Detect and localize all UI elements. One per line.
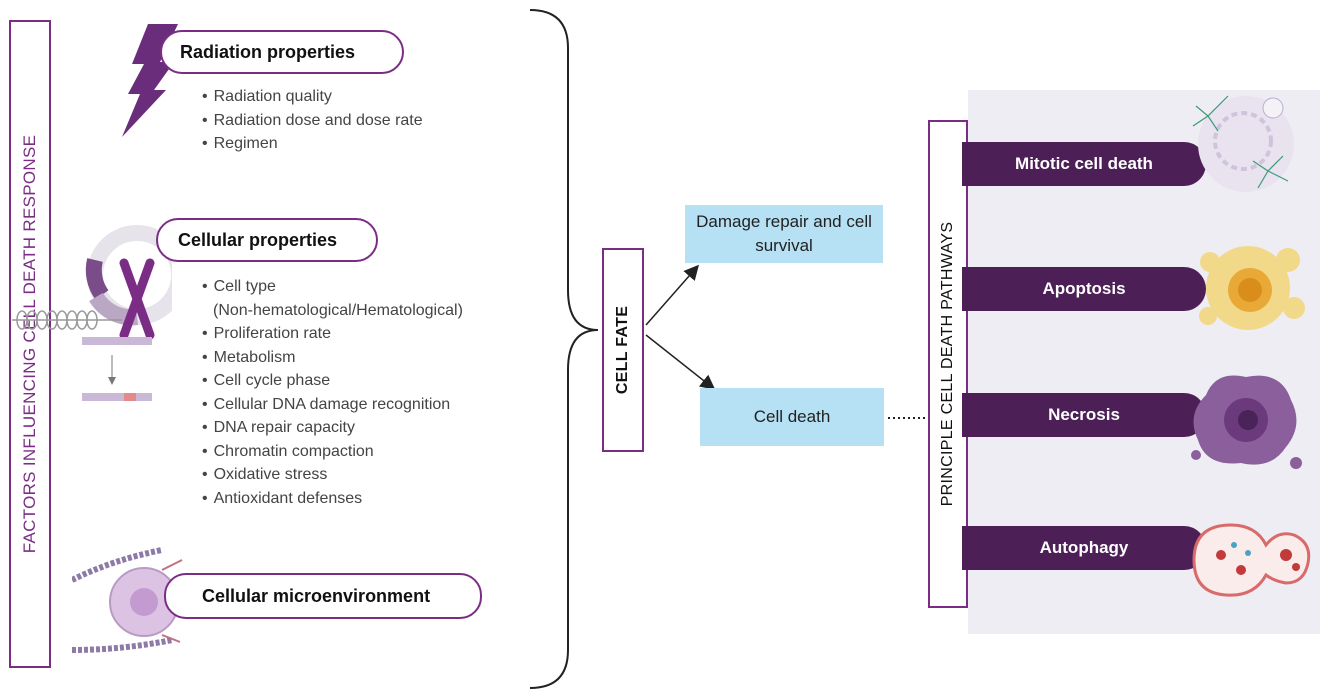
list-item: Cell cycle phase — [202, 369, 463, 393]
cellular-microenvironment-pill: Cellular microenvironment — [164, 573, 482, 619]
cellular-microenvironment-title: Cellular microenvironment — [202, 585, 431, 606]
list-item: Cellular DNA damage recognition — [202, 393, 463, 417]
factors-frame: FACTORS INFLUENCING CELL DEATH RESPONSE — [9, 20, 51, 668]
pathway-label: Necrosis — [1048, 405, 1120, 424]
pathway-necrosis: Necrosis — [962, 393, 1206, 437]
pathways-frame: PRINCIPLE CELL DEATH PATHWAYS — [928, 120, 968, 608]
radiation-properties-title: Radiation properties — [180, 41, 356, 62]
list-item: Cell type — [202, 275, 463, 299]
cellular-properties-pill: Cellular properties — [156, 218, 378, 262]
list-item: Metabolism — [202, 346, 463, 370]
mitotic-cell-icon — [1192, 95, 1294, 192]
cell-fate-frame: CELL FATE — [602, 248, 644, 452]
list-item: Antioxidant defenses — [202, 487, 463, 511]
list-item: DNA repair capacity — [202, 416, 463, 440]
radiation-properties-pill: Radiation properties — [160, 30, 404, 74]
radiation-properties-list: Radiation quality Radiation dose and dos… — [202, 85, 423, 156]
list-item: Regimen — [202, 132, 423, 156]
cellular-properties-list: Cell type (Non-hematological/Hematologic… — [202, 275, 463, 510]
list-item-continuation: (Non-hematological/Hematological) — [213, 301, 463, 319]
necrosis-cell-icon — [1191, 375, 1302, 469]
cell-death-label: Cell death — [753, 407, 831, 426]
pathway-label: Autophagy — [1039, 538, 1129, 557]
pathway-mitotic-cell-death: Mitotic cell death — [962, 142, 1206, 186]
damage-repair-label: Damage repair and cell survival — [696, 212, 872, 255]
list-item: Radiation quality — [202, 85, 423, 109]
cell-cycle-dna-illustration — [12, 225, 172, 401]
list-item: Proliferation rate — [202, 322, 463, 346]
cellular-properties-title: Cellular properties — [178, 229, 338, 250]
cell-death-box: Cell death — [700, 388, 884, 446]
pathway-label: Apoptosis — [1042, 279, 1126, 298]
list-item: Chromatin compaction — [202, 440, 463, 464]
list-item: Oxidative stress — [202, 463, 463, 487]
microenvironment-cell-icon — [72, 547, 183, 653]
pathways-label: PRINCIPLE CELL DEATH PATHWAYS — [939, 221, 956, 507]
pathway-autophagy: Autophagy — [962, 526, 1206, 570]
apoptosis-cell-icon — [1199, 246, 1305, 330]
list-item: Radiation dose and dose rate — [202, 109, 423, 133]
pathway-apoptosis: Apoptosis — [962, 267, 1206, 311]
autophagy-cell-icon — [1192, 523, 1311, 597]
damage-repair-box: Damage repair and cell survival — [685, 205, 883, 263]
pathway-label: Mitotic cell death — [1015, 154, 1153, 173]
